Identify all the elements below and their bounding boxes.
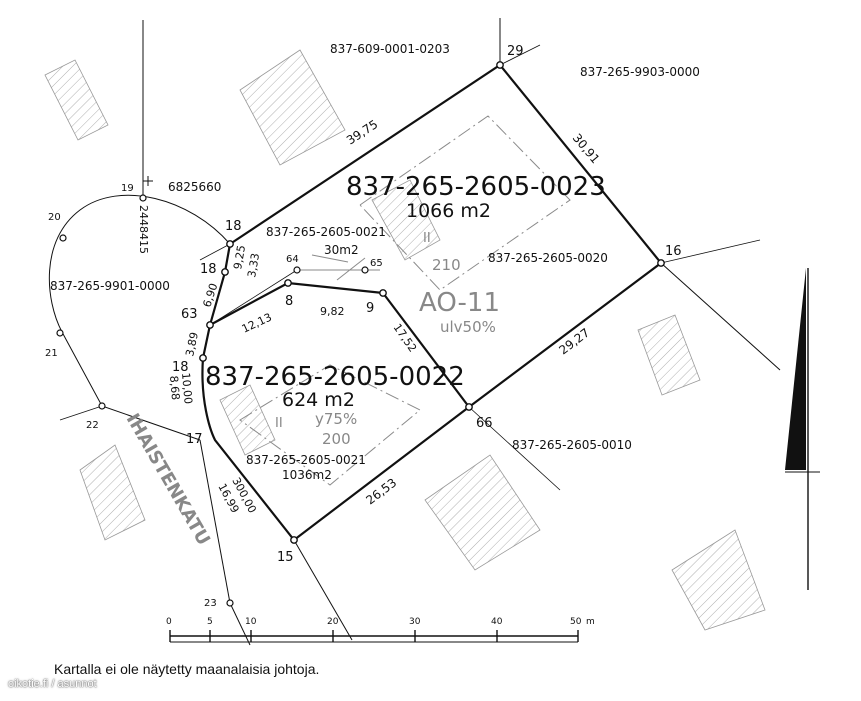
parcel-sub-0020: 837-265-2605-0020 — [488, 251, 608, 265]
point-22: 22 — [86, 420, 99, 431]
dimension-12-13: 12,13 — [240, 311, 274, 336]
scale-tick-20: 20 — [327, 617, 339, 627]
dimension-9-25: 9,25 — [231, 244, 248, 270]
zoning-roman-lower: II — [275, 416, 283, 431]
zoning-roman-upper: II — [423, 231, 431, 246]
point-19: 19 — [121, 183, 134, 194]
point-9: 9 — [366, 301, 374, 316]
scale-unit: m — [586, 617, 595, 627]
map-caption: Kartalla ei ole näytetty maanalaisia joh… — [54, 661, 320, 677]
building-right-c — [671, 529, 766, 631]
dimension-39-75: 39,75 — [344, 117, 380, 147]
point-29: 29 — [507, 44, 524, 59]
point-66: 66 — [476, 416, 493, 431]
point-16: 16 — [665, 244, 682, 259]
scale-tick-30: 30 — [409, 617, 421, 627]
scale-tick-50: 50 — [570, 617, 582, 627]
building-top-middle — [239, 49, 346, 166]
parcel-big-area: 1066 m2 — [406, 200, 491, 222]
area-30m2: 30m2 — [324, 243, 359, 257]
point-65: 65 — [370, 258, 383, 269]
building-right-a — [637, 314, 701, 396]
point-labels: 29 16 66 15 17 18 63 18 18 8 9 64 65 19 … — [45, 44, 682, 609]
vertices — [56, 61, 665, 607]
dimension-29-27: 29,27 — [556, 326, 592, 358]
point-18-top: 18 — [225, 219, 242, 234]
parcel-labels: 837-609-0001-0203 837-265-9903-0000 837-… — [50, 42, 700, 482]
point-23: 23 — [204, 598, 217, 609]
parcel-sub-0021-b-area: 1036m2 — [282, 468, 332, 482]
parcel-upper-neighbor: 837-609-0001-0203 — [330, 42, 450, 56]
watermark: oikotie.fi / asunnot — [8, 678, 97, 690]
parcel-small-id: 837-265-2605-0022 — [205, 362, 465, 392]
parcel-sub-0021-a: 837-265-2605-0021 — [266, 225, 386, 239]
point-17: 17 — [186, 432, 203, 447]
parcel-top-right: 837-265-9903-0000 — [580, 65, 700, 79]
background-lines — [48, 18, 781, 646]
building-left-street — [79, 444, 146, 541]
coordinate-north: 6825660 — [168, 180, 221, 194]
building-right-b — [424, 454, 541, 571]
zoning-number-upper: 210 — [432, 256, 461, 274]
dimension-26-53: 26,53 — [363, 476, 399, 508]
point-18-mid: 18 — [172, 360, 189, 375]
point-18-a: 18 — [200, 262, 217, 277]
dimension-10: 10,00 — [179, 372, 195, 405]
street-name: IHAISTENKATU — [122, 410, 214, 549]
scale-bar: 0 5 10 20 30 40 50 m — [166, 617, 595, 643]
coordinate-east: 2448415 — [137, 205, 150, 254]
zoning-number-lower: 200 — [322, 430, 351, 448]
point-64: 64 — [286, 254, 299, 265]
neighbor-buildings — [44, 49, 766, 631]
dimension-9-82: 9,82 — [320, 305, 345, 318]
point-21: 21 — [45, 348, 58, 359]
building-inside-lower — [219, 384, 276, 456]
point-8: 8 — [285, 294, 293, 309]
parcel-small-area: 624 m2 — [282, 389, 355, 411]
zoning-efficiency-lower: y75% — [315, 410, 357, 428]
zoning-efficiency: ulv50% — [440, 318, 496, 336]
dimension-30-91: 30,91 — [570, 131, 603, 166]
point-15: 15 — [277, 550, 294, 565]
dimension-3-33: 3,33 — [245, 252, 262, 278]
north-arrow — [785, 268, 820, 590]
dimension-17-52: 17,52 — [391, 321, 420, 354]
dimension-8-68: 8,68 — [167, 375, 182, 401]
scale-tick-40: 40 — [491, 617, 503, 627]
scale-tick-0: 0 — [166, 617, 172, 627]
building-top-right-cluster — [371, 179, 441, 261]
zoning-labels: AO-11 ulv50% II 210 II y75% 200 — [275, 231, 500, 448]
point-63: 63 — [181, 307, 198, 322]
parcel-boundaries — [201, 63, 663, 542]
building-top-left — [44, 59, 109, 141]
zoning-code: AO-11 — [419, 288, 500, 318]
scale-tick-10: 10 — [245, 617, 257, 627]
parcel-sub-0021-b: 837-265-2605-0021 — [246, 453, 366, 467]
parcel-right-neighbor: 837-265-2605-0010 — [512, 438, 632, 452]
point-20: 20 — [48, 212, 61, 223]
scale-tick-5: 5 — [207, 617, 213, 627]
coordinate-marker: 6825660 2448415 — [137, 176, 221, 254]
parcel-road: 837-265-9901-0000 — [50, 279, 170, 293]
parcel-big-id: 837-265-2605-0023 — [346, 172, 606, 202]
dimension-3-89: 3,89 — [183, 331, 201, 358]
